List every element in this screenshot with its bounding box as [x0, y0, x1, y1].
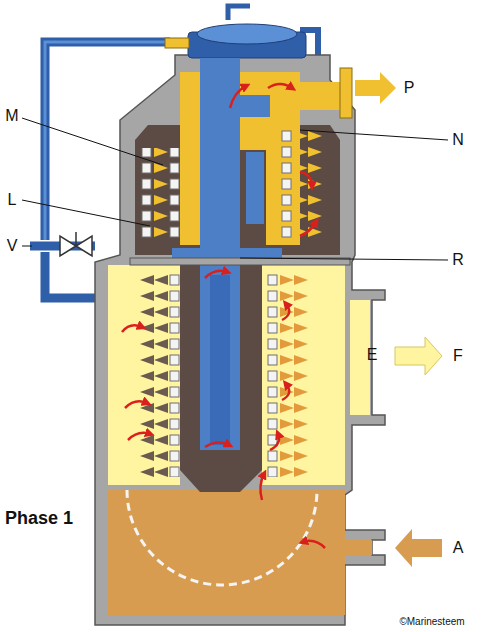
outlet-arrow: [355, 72, 396, 104]
disc-stack: [168, 272, 182, 477]
part-letter: R: [452, 252, 464, 268]
watermark: ©Marinesteem: [399, 617, 464, 627]
port-letter: A: [453, 540, 464, 556]
part-letter: V: [7, 238, 18, 254]
flow-arrow: [125, 401, 147, 408]
flow-arrow: [270, 434, 279, 450]
leader-lines: [22, 118, 448, 260]
flow-arrow: [300, 222, 316, 236]
shaft-arm: [246, 152, 264, 224]
valve-symbol: [76, 236, 92, 256]
disc-stack: [140, 272, 168, 477]
casing: [95, 55, 385, 625]
port-letter: F: [453, 348, 463, 364]
flow-arrow: [300, 172, 312, 186]
inlet-port: [345, 540, 372, 555]
vent-pipe: [228, 6, 250, 20]
part-letter: L: [8, 192, 17, 208]
separation-chamber: [262, 265, 345, 485]
flow-arrow: [303, 541, 325, 548]
outlet-arrow: [395, 337, 442, 375]
inlet-chamber: [108, 490, 345, 615]
disc-stack: [280, 272, 308, 477]
valve-stem: [75, 232, 77, 246]
disc-stack: [168, 148, 182, 238]
bowl-outline: [127, 490, 317, 585]
top-cap: [197, 24, 297, 44]
cap-port: [165, 38, 189, 48]
part-letter: E: [367, 347, 378, 363]
leader-line: [22, 118, 163, 165]
flow-arrow: [122, 325, 142, 332]
leader-line: [240, 258, 448, 260]
inlet-arrow: [395, 529, 442, 567]
leader-line: [300, 130, 448, 140]
valve-symbol: [60, 236, 76, 256]
flow-arrow: [230, 86, 246, 108]
leader-line: [22, 200, 150, 226]
disc-stack: [154, 148, 168, 238]
shaft-core: [210, 275, 230, 445]
disc-stack: [266, 272, 280, 477]
bypass-pipe: [45, 252, 95, 298]
flow-arrow: [282, 384, 289, 400]
flow-arrow: [260, 474, 264, 500]
flow-arrows: [122, 84, 325, 548]
flow-arrow: [268, 84, 292, 88]
rotor: [180, 262, 262, 492]
disc-stack: [294, 130, 322, 240]
outlet-flange: [340, 68, 352, 118]
flow-arrow: [128, 433, 150, 440]
part-letter: N: [452, 132, 464, 148]
flow-arrow: [205, 271, 227, 278]
flow-arrow: [282, 304, 289, 320]
leader-line: [22, 246, 32, 247]
phase-heading: Phase 1: [5, 509, 73, 527]
disc-stack: [280, 130, 294, 240]
port-letter: P: [404, 80, 415, 96]
shaft-arm: [240, 95, 270, 117]
flow-arrow: [205, 442, 229, 447]
part-letter: M: [5, 108, 18, 124]
